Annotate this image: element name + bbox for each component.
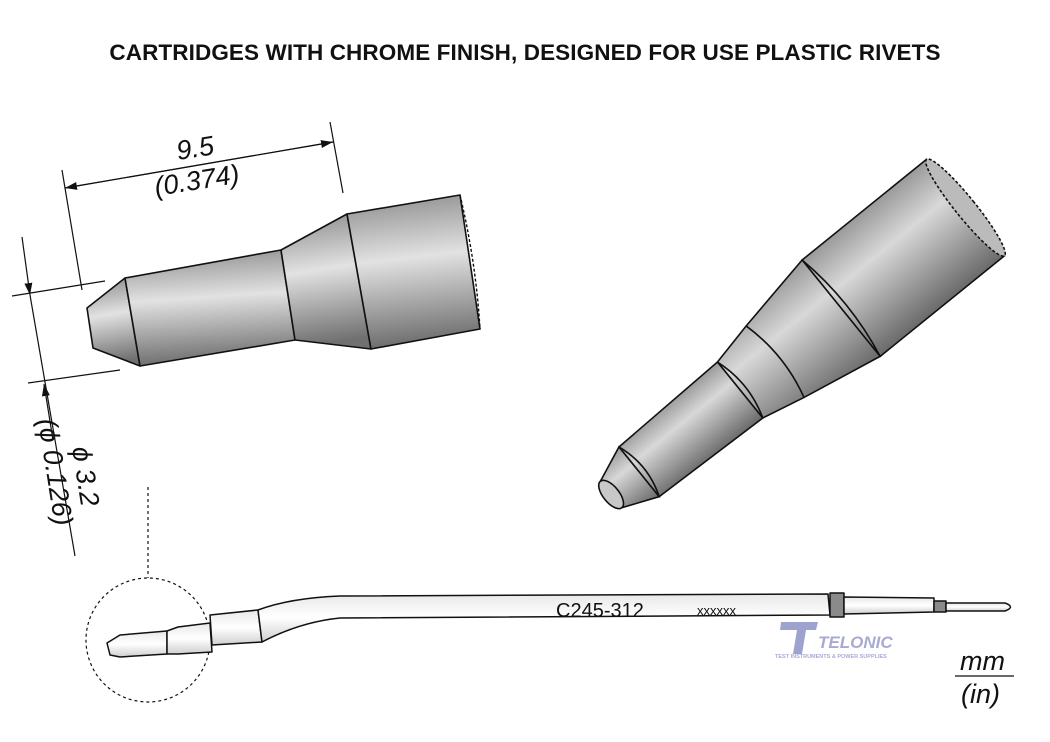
watermark-tagline: TEST INSTRUMENTS & POWER SUPPLIES (775, 654, 887, 660)
diameter-dimension (11, 236, 121, 557)
cartridge-full-view (106, 592, 1012, 658)
detail-callout (85, 487, 211, 703)
units-legend: mm (in) (955, 646, 1014, 709)
units-primary: mm (960, 646, 1005, 676)
tip-side-view (86, 194, 481, 367)
tip-shaft (124, 249, 296, 367)
serial-placeholder-label: xxxxxx (697, 603, 737, 618)
break-line (459, 194, 481, 330)
page-title: CARTRIDGES WITH CHROME FINISH, DESIGNED … (109, 40, 941, 65)
tip-body (346, 194, 481, 350)
length-in-label: (0.374) (152, 159, 241, 202)
length-dimension (61, 121, 344, 291)
tip-perspective-view (597, 158, 1007, 510)
telonic-logo-icon (780, 622, 818, 654)
telonic-watermark: TELONIC TEST INSTRUMENTS & POWER SUPPLIE… (775, 622, 893, 660)
length-mm-label: 9.5 (174, 130, 217, 166)
watermark-brand: TELONIC (818, 633, 893, 652)
part-number-label: C245-312 (556, 600, 644, 622)
units-secondary: (in) (961, 679, 1000, 709)
